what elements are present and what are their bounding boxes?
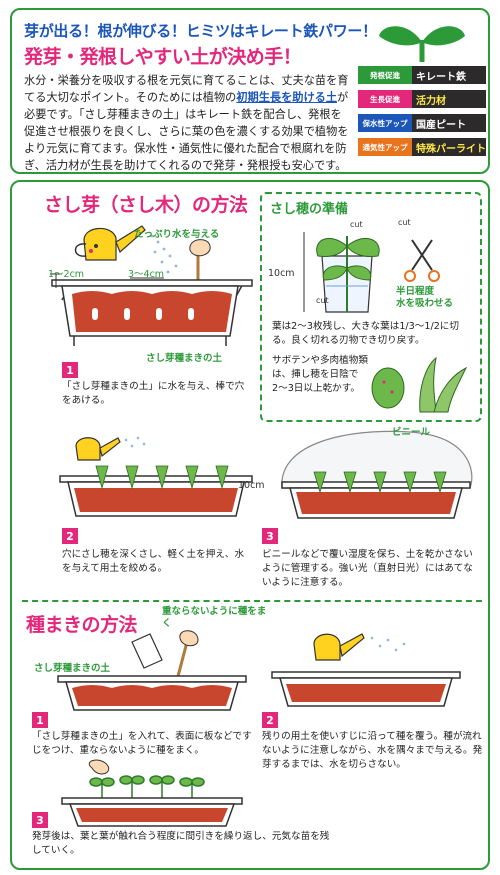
cut-label-2: cut (398, 218, 411, 227)
feature-row-1: 生長促進 活力材 (358, 90, 486, 108)
cutting-height-label: 10cm (238, 480, 265, 491)
feature-tag: 生長促進 (358, 90, 412, 108)
soak-label: 半日程度 水を吸わせる (396, 286, 454, 309)
feature-row-2: 保水性アップ 国産ピート (358, 114, 486, 132)
seeding-step2-badge: 2 (262, 712, 278, 728)
spacing-label: 3〜4cm (128, 269, 165, 280)
cutting-step1-illustration (50, 225, 253, 346)
seeding-step3-desc: 発芽後は、葉と葉が触れ合う程度に間引きを繰り返し、元気な苗を残していく。 (32, 831, 330, 856)
cut-label: cut (350, 220, 363, 229)
cutting-step2-badge: 2 (62, 528, 78, 544)
seeding-step1-badge: 1 (32, 712, 48, 728)
watering-can-icon (74, 225, 146, 261)
feature-tag: 保水性アップ (358, 114, 412, 132)
feature-row-0: 発根促進 キレート鉄 (358, 66, 486, 84)
no-overlap-label: 重ならないように種をまく (162, 606, 267, 629)
seeding-step2-desc: 残りの用土を使いすじに沿って種を覆う。種が流れないように注意しながら、水を隅々ま… (262, 731, 483, 770)
cutting-step3-illustration (281, 430, 473, 519)
cactus-illustration (371, 356, 468, 413)
cutting-step3-badge: 3 (262, 528, 278, 544)
method-panel: さし芽（さし木）の方法 たっぷり水を (10, 180, 490, 870)
cutting-step1-badge: 1 (62, 362, 78, 378)
seeding-step3-illustration (61, 759, 243, 827)
feature-value: キレート鉄 (412, 66, 486, 84)
cut-label-3: cut (316, 296, 329, 305)
section-divider (22, 600, 482, 602)
feature-value: 国産ピート (412, 114, 486, 132)
intro-highlight: 初期生長を助ける土 (236, 91, 338, 104)
feature-value: 活力材 (412, 90, 486, 108)
cutting-step3-desc: ビニールなどで覆い湿度を保ち、土を乾かさないように管理する。強い光（直射日光）に… (262, 549, 473, 588)
soil-label: さし芽種まきの土 (146, 353, 223, 364)
cutting-step1-desc: 「さし芽種まきの土」に水を与え、棒で穴をあける。 (62, 381, 245, 406)
prep-title: さし穂の準備 (270, 202, 349, 217)
cutting-step2-desc: 穴にさし穂を深くさし、軽く土を押え、水を与えて用土を絞める。 (62, 549, 245, 574)
header-line2: 発芽・発根しやすい土が決め手！ (24, 46, 302, 68)
seeding-step1-illustration (57, 630, 247, 711)
feature-row-3: 通気性アップ 特殊パーライト (358, 138, 486, 156)
intro-text: 水分・栄養分を吸収する根を元気に育てることは、丈夫な苗を育てる大切なポイント。そ… (24, 72, 350, 174)
intro-part2: が必要です。「さし芽種まきの土」はキレート鉄を配合し、発根を促進させ根張りを良く… (24, 91, 349, 172)
header-line1: 芽が出る！根が伸びる！ヒミツはキレート鉄パワー！ (24, 22, 377, 40)
gap-label: 1〜2cm (48, 269, 85, 280)
prep-desc1: 葉は2〜3枚残し、大きな葉は1/3〜1/2に切る。良く切れる刃物でき切り戻す。 (272, 321, 459, 346)
water-label: たっぷり水を与える (134, 229, 220, 240)
intro-part1: 水分・栄養分を吸収する根を元気に育てることは、丈夫な苗を育てる大切なポイント。そ… (24, 74, 349, 104)
feature-tag: 通気性アップ (358, 138, 412, 156)
feature-value: 特殊パーライト (412, 138, 486, 156)
intro-panel: 芽が出る！根が伸びる！ヒミツはキレート鉄パワー！ 発芽・発根しやすい土が決め手！… (10, 8, 490, 174)
seeding-title: 種まきの方法 (26, 614, 138, 636)
cutting-step2-illustration (59, 436, 253, 517)
prep-height-label: 10cm (268, 268, 295, 279)
feature-tag: 発根促進 (358, 66, 412, 84)
seeding-soil-label: さし芽種まきの土 (34, 663, 111, 674)
cutting-plant-illustration (303, 232, 440, 313)
prep-box (260, 192, 482, 422)
prep-desc2: サボテンや多肉植物類は、挿し穂を日陰で2〜3日以上乾かす。 (272, 355, 368, 394)
seeding-step2-illustration (271, 633, 461, 707)
seeding-step3-badge: 3 (32, 812, 48, 828)
sprout-icon (379, 26, 465, 62)
vinyl-label: ビニール (392, 427, 431, 438)
cutting-title: さし芽（さし木）の方法 (44, 194, 248, 216)
seeding-step1-desc: 「さし芽種まきの土」を入れて、表面に板などですじをつけ、重ならないように種をまく… (32, 731, 252, 756)
